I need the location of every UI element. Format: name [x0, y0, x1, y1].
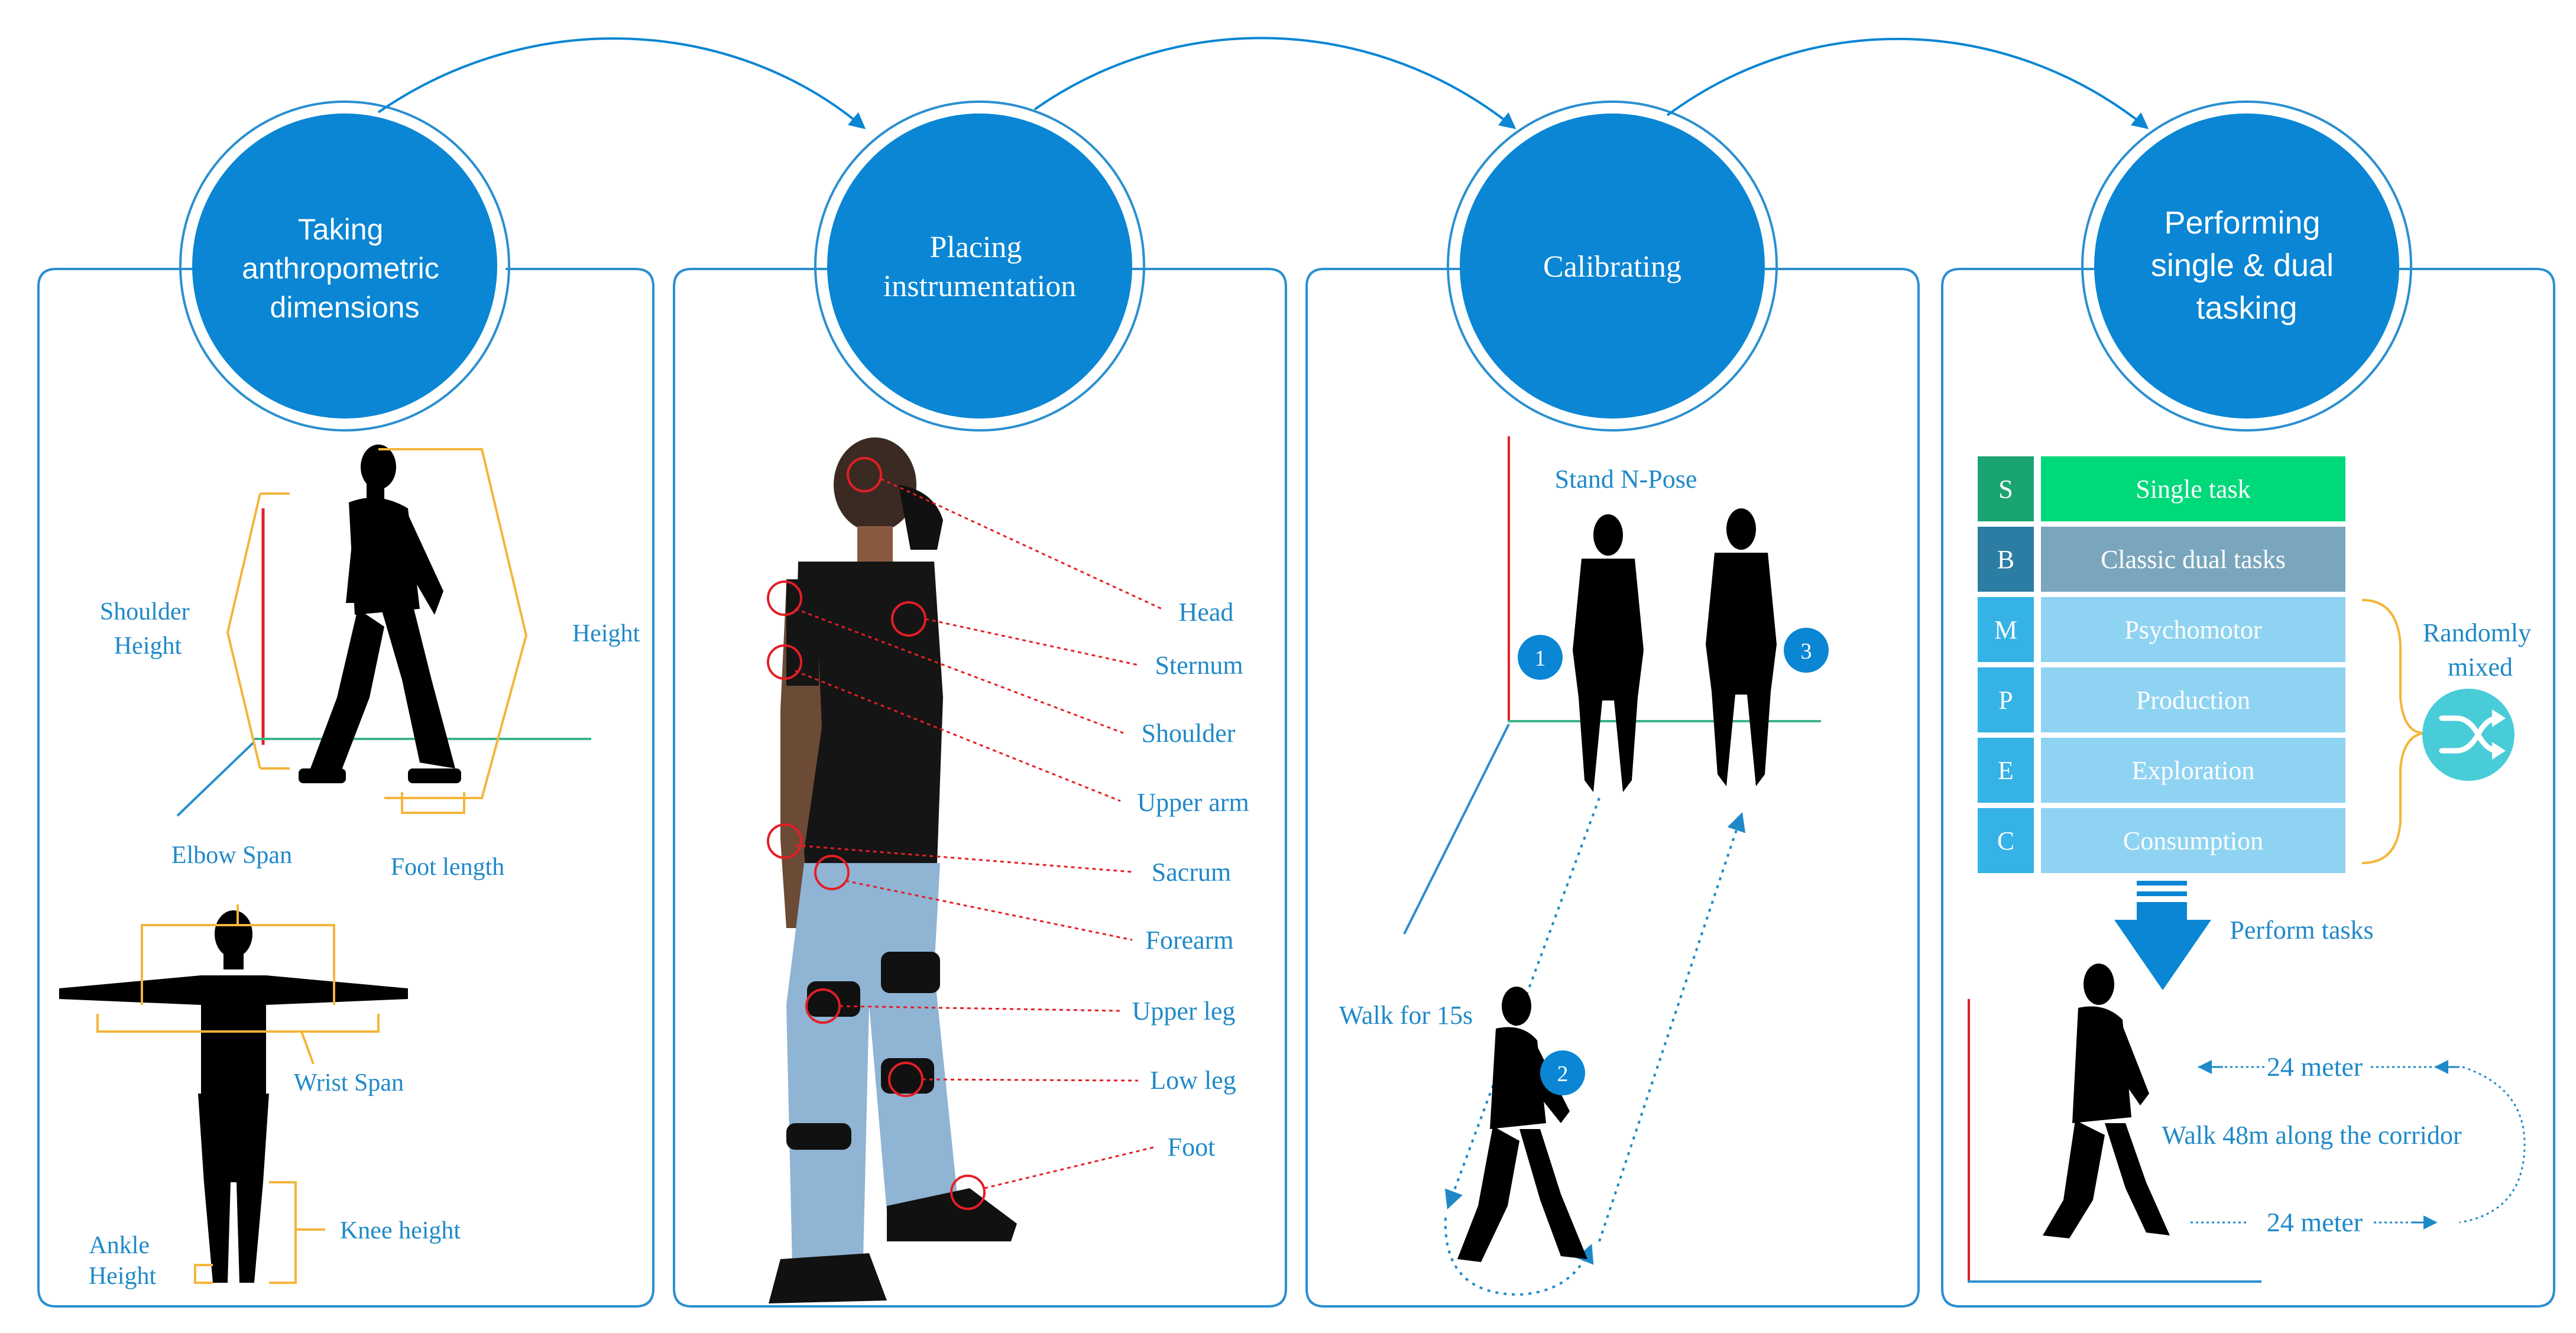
- svg-text:24 meter: 24 meter: [2267, 1052, 2363, 1082]
- instrumented-person: [769, 437, 1017, 1303]
- stage-title-1: Taking anthropometric dimensions: [242, 213, 447, 324]
- task-name-cell: [2041, 456, 2345, 521]
- svg-text:3: 3: [1801, 639, 1812, 664]
- task-code-cell: [1978, 527, 2034, 592]
- task-row: B Classic dual tasks: [1978, 527, 2345, 592]
- calibration-section: Stand N-Pose 1 3 2 Walk for 15s: [1339, 436, 1829, 1296]
- sensor-label-sacrum: Sacrum: [1152, 858, 1231, 887]
- stage-circle-2: [827, 113, 1132, 419]
- svg-text:Wrist Span: Wrist Span: [294, 1069, 404, 1097]
- svg-text:Randomly mixed: Randomly mixed: [2423, 618, 2538, 682]
- panel-calibrating: [1305, 268, 1920, 1308]
- walking-silhouette: [299, 445, 461, 783]
- task-code-label: S: [1998, 475, 2013, 504]
- panel-anthropometric: [37, 268, 654, 1308]
- stage-arrows: [377, 37, 2149, 129]
- task-name-cell: [2041, 808, 2345, 873]
- sensor-markers: [767, 457, 986, 1210]
- sensor-label-upper-arm: Upper arm: [1137, 788, 1249, 817]
- task-code-cell: [1978, 667, 2034, 732]
- sensor-label-upper-leg: Upper leg: [1132, 997, 1236, 1026]
- perform-arrow: [2114, 881, 2211, 990]
- task-code-cell: [1978, 456, 2034, 521]
- svg-text:Elbow Span: Elbow Span: [171, 842, 292, 869]
- stage-title-2: Placing instrumentation: [883, 231, 1076, 303]
- svg-text:1: 1: [1535, 646, 1546, 671]
- task-name-cell: [2041, 667, 2345, 732]
- task-name-cell: [2041, 597, 2345, 662]
- sensor-label-sternum: Sternum: [1155, 651, 1243, 680]
- sensor-label-forearm: Forearm: [1145, 926, 1233, 955]
- step-badge-1: [1518, 635, 1563, 680]
- walk-path-turn: [1444, 1217, 1594, 1296]
- task-code-label: M: [1994, 615, 2017, 644]
- stage-title-3: Calibrating: [1543, 250, 1681, 284]
- panel-tasking: [1941, 268, 2555, 1308]
- svg-text:Shoulder Height: Shoulder Height: [100, 598, 196, 660]
- svg-text:2: 2: [1557, 1062, 1569, 1086]
- svg-text:Stand N-Pose: Stand N-Pose: [1555, 465, 1697, 494]
- task-row: C Consumption: [1978, 808, 2345, 873]
- stage-title-4: Performing single & dual tasking: [2151, 205, 2342, 326]
- task-code-cell: [1978, 597, 2034, 662]
- task-code-label: E: [1998, 756, 2014, 785]
- stage-circle-1: [192, 113, 497, 419]
- task-code-label: P: [1998, 686, 2013, 715]
- arrow-3-to-4: [1666, 37, 2149, 129]
- step-badge-2: [1540, 1050, 1585, 1095]
- stage-circle-3: [1460, 113, 1765, 419]
- svg-text:Knee height: Knee height: [340, 1217, 461, 1244]
- arrow-2-to-3: [1033, 37, 1517, 129]
- shuffle-icon: [2422, 689, 2515, 781]
- walk-path-back: [1598, 812, 1746, 1242]
- standing-figure-1: [1573, 514, 1644, 792]
- task-name-label: Consumption: [2123, 826, 2263, 855]
- task-code-cell: [1978, 738, 2034, 803]
- panel-instrumentation: [673, 268, 1287, 1308]
- sensor-label-shoulder: Shoulder: [1142, 719, 1236, 748]
- svg-text:24 meter: 24 meter: [2267, 1207, 2363, 1237]
- anthropometric-section: Shoulder Height Height Foot length Elbow…: [59, 445, 640, 1290]
- task-row: P Production: [1978, 667, 2345, 732]
- standing-figure-2: [1706, 508, 1777, 786]
- instrumentation-section: Head Sternum Shoulder Upper arm Sacrum F…: [767, 437, 1249, 1303]
- step-badge-3: [1784, 628, 1829, 673]
- shuffle-icon-glyph: [2439, 715, 2501, 754]
- panels: [37, 268, 2555, 1308]
- task-row: E Exploration: [1978, 738, 2345, 803]
- task-name-label: Exploration: [2132, 756, 2255, 785]
- arrow-1-to-2: [377, 37, 866, 129]
- task-name-label: Classic dual tasks: [2101, 545, 2286, 574]
- t-pose-silhouette: [59, 910, 408, 1283]
- task-walking-figure: [2043, 964, 2170, 1238]
- svg-text:Height: Height: [572, 620, 640, 647]
- task-code-label: C: [1997, 826, 2014, 855]
- task-row: S Single task: [1978, 456, 2345, 521]
- task-row: M Psychomotor: [1978, 597, 2345, 662]
- task-name-cell: [2041, 527, 2345, 592]
- task-code-cell: [1978, 808, 2034, 873]
- stage-circles: [179, 100, 2412, 432]
- svg-text:Walk 48m along the corridor: Walk 48m along the corridor: [2162, 1121, 2462, 1150]
- sensor-label-foot: Foot: [1168, 1133, 1216, 1162]
- svg-text:Foot length: Foot length: [391, 854, 505, 881]
- sensor-leaders: [795, 478, 1162, 1189]
- stage-circle-4: [2094, 113, 2399, 419]
- task-code-label: B: [1997, 545, 2014, 574]
- svg-text:Walk for 15s: Walk for 15s: [1339, 1001, 1473, 1030]
- task-name-label: Single task: [2136, 475, 2250, 504]
- sensor-label-low-leg: Low leg: [1150, 1066, 1236, 1095]
- task-name-label: Production: [2136, 686, 2250, 715]
- svg-text:Perform tasks: Perform tasks: [2230, 916, 2373, 945]
- sensor-label-head: Head: [1179, 598, 1234, 627]
- task-name-label: Psychomotor: [2124, 615, 2262, 644]
- svg-text:Ankle Height: Ankle Height: [89, 1232, 157, 1290]
- task-name-cell: [2041, 738, 2345, 803]
- calib-walking-figure: [1457, 987, 1587, 1262]
